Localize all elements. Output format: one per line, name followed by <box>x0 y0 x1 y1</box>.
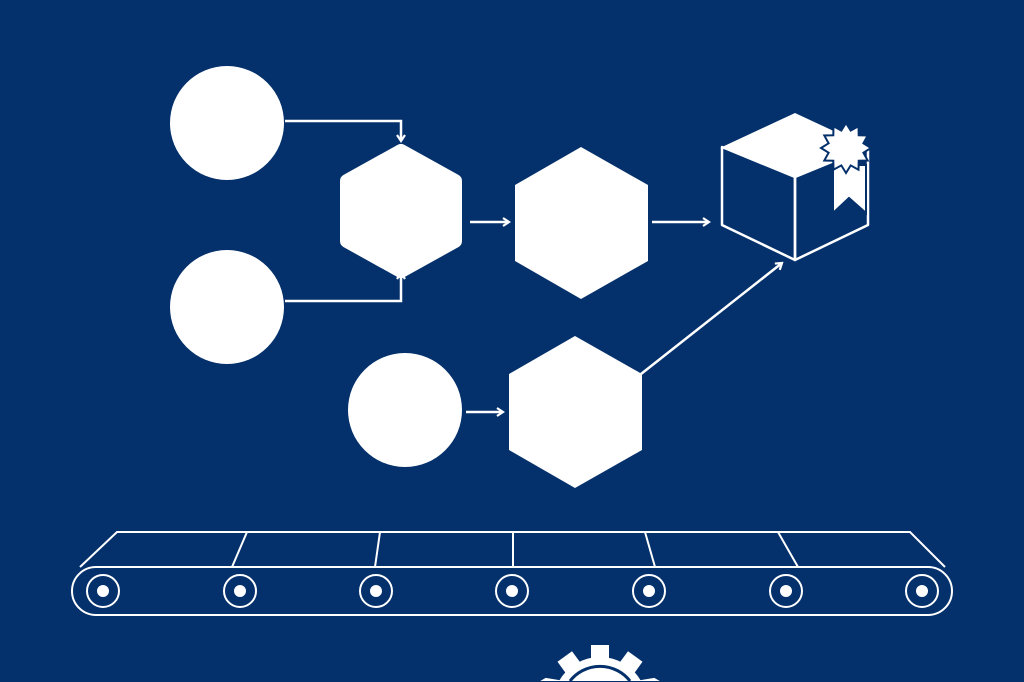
quality-badge-icon <box>819 121 873 216</box>
input-circle-2 <box>170 250 284 364</box>
roller-icon <box>359 574 393 608</box>
roller-icon <box>223 574 257 608</box>
roller-icon <box>86 574 120 608</box>
roller-icon <box>769 574 803 608</box>
input-circle-1 <box>170 66 284 180</box>
gear-icon <box>540 645 660 682</box>
roller-icon <box>905 574 939 608</box>
belt-divider <box>777 531 799 568</box>
process-hexagon-3 <box>509 336 642 488</box>
gear-tooth <box>635 677 660 681</box>
conveyor-belt <box>71 531 953 616</box>
process-hexagon-1 <box>340 144 462 278</box>
gear-tooth <box>591 645 609 665</box>
gear-tooth <box>616 651 643 678</box>
belt-divider <box>644 531 656 568</box>
roller-icon <box>495 574 529 608</box>
gear-tooth <box>540 677 565 681</box>
process-hexagon-2 <box>515 147 648 299</box>
arrow-icon <box>285 119 406 143</box>
arrow-icon <box>640 261 784 375</box>
belt-divider <box>231 531 248 568</box>
belt-divider <box>374 531 381 568</box>
roller-icon <box>632 574 666 608</box>
input-circle-3 <box>348 353 462 467</box>
gear-tooth <box>557 651 584 678</box>
arrow-icon <box>285 271 406 303</box>
